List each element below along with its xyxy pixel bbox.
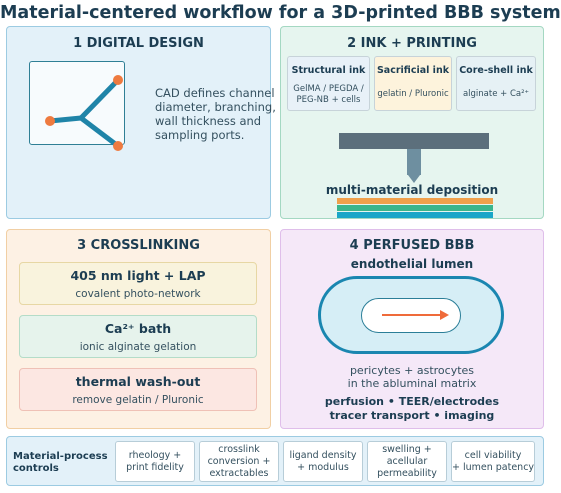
controls-label-line: Material-process — [13, 451, 108, 462]
step-heading: Ca²⁺ bath — [104, 321, 172, 336]
control-line: acellular — [386, 455, 428, 467]
panel-ink-printing: 2 INK + PRINTING Structural ink GelMA / … — [280, 26, 544, 219]
panel-perfused-bbb: 4 PERFUSED BBB endothelial lumen pericyt… — [280, 229, 544, 429]
control-line: cell viability — [464, 449, 522, 461]
control-line: rheology + — [128, 449, 182, 461]
control-item: ligand density + modulus — [283, 441, 363, 482]
cell-description: pericytes + astrocytes in the abluminal … — [281, 364, 543, 390]
description-line: CAD defines channel — [155, 86, 275, 100]
controls-label-line: controls — [13, 463, 59, 474]
panel-title: 3 CROSSLINKING — [77, 238, 200, 253]
ink-card-sacrificial: Sacrificial ink gelatin / Pluronic — [374, 56, 452, 111]
ink-name: Structural ink — [291, 65, 366, 76]
flow-arrow-shaft — [382, 314, 442, 316]
crosslink-step-calcium: Ca²⁺ bath ionic alginate gelation — [19, 315, 257, 358]
step-heading: thermal wash-out — [75, 374, 201, 389]
description-line: wall thickness and — [155, 114, 262, 128]
panel-crosslinking: 3 CROSSLINKING 405 nm light + LAP covale… — [6, 229, 271, 429]
step-subtitle: ionic alginate gelation — [79, 341, 197, 353]
printed-layer-orange — [337, 198, 493, 204]
control-line: + lumen patency — [451, 461, 535, 473]
readout-line: tracer transport • imaging — [329, 409, 495, 422]
ink-composition-line: GelMA / PEGDA / — [293, 84, 364, 94]
control-item: cell viability + lumen patency — [451, 441, 535, 482]
ink-composition-line: gelatin / Pluronic — [377, 89, 449, 99]
control-line: conversion + — [207, 455, 271, 467]
panel-digital-design: 1 DIGITAL DESIGN CAD defines channel dia… — [6, 26, 276, 219]
printhead-nozzle — [407, 149, 421, 175]
controls-label: Material-process controls — [13, 451, 108, 475]
ink-composition: gelatin / Pluronic — [375, 89, 451, 100]
ink-composition: GelMA / PEGDA / PEG-NB + cells — [288, 84, 369, 106]
panel-title: 2 INK + PRINTING — [347, 36, 477, 51]
description-line: sampling ports. — [155, 128, 245, 142]
control-line: swelling + — [382, 443, 432, 455]
figure-title: Material-centered workflow for a 3D-prin… — [0, 3, 561, 23]
control-line: extractables — [209, 467, 269, 479]
printhead-gantry — [339, 133, 489, 149]
ink-card-core-shell: Core-shell ink alginate + Ca²⁺ — [456, 56, 536, 111]
ink-card-structural: Structural ink GelMA / PEGDA / PEG-NB + … — [287, 56, 370, 111]
branching-channel-icon — [45, 75, 123, 151]
cell-description-line: in the abluminal matrix — [347, 377, 477, 390]
panel-title: 4 PERFUSED BBB — [349, 238, 475, 253]
printed-layer-blue — [337, 212, 493, 218]
control-line: print fidelity — [126, 461, 184, 473]
crosslink-step-thermal: thermal wash-out remove gelatin / Pluron… — [19, 368, 257, 411]
material-process-controls: Material-process controls rheology + pri… — [6, 436, 544, 486]
ink-composition-line: PEG-NB + cells — [296, 95, 361, 105]
step-subtitle: remove gelatin / Pluronic — [72, 394, 204, 406]
nozzle-tip-icon — [408, 175, 420, 183]
cad-description: CAD defines channel diameter, branching,… — [155, 86, 276, 142]
ink-name: Sacrificial ink — [376, 65, 450, 76]
cad-channel-drawing — [29, 61, 125, 151]
lumen-channel — [361, 298, 461, 333]
sampling-port-node — [113, 75, 123, 85]
step-heading: 405 nm light + LAP — [70, 268, 206, 283]
control-line: crosslink — [218, 443, 260, 455]
cell-description-line: pericytes + astrocytes — [349, 364, 475, 377]
sampling-port-node — [45, 116, 55, 126]
step-subtitle: covalent photo-network — [75, 288, 201, 300]
control-line: ligand density — [289, 449, 357, 461]
ink-composition-line: alginate + Ca²⁺ — [462, 89, 530, 99]
ink-name: Core-shell ink — [459, 65, 533, 76]
crosslink-step-light: 405 nm light + LAP covalent photo-networ… — [19, 262, 257, 305]
control-item: rheology + print fidelity — [115, 441, 195, 482]
sampling-port-node — [113, 141, 123, 151]
control-item: crosslink conversion + extractables — [199, 441, 279, 482]
flow-arrow-icon — [440, 310, 449, 320]
printed-layer-green — [337, 205, 493, 211]
control-line: + modulus — [297, 461, 349, 473]
deposition-label: multi-material deposition — [325, 183, 499, 197]
ink-composition: alginate + Ca²⁺ — [457, 89, 535, 100]
readout-description: perfusion • TEER/electrodes tracer trans… — [281, 395, 543, 423]
readout-line: perfusion • TEER/electrodes — [324, 395, 500, 408]
panel-title: 1 DIGITAL DESIGN — [73, 36, 204, 51]
vessel-lumen — [318, 276, 504, 354]
description-line: diameter, branching, — [155, 100, 276, 114]
control-item: swelling + acellular permeability — [367, 441, 447, 482]
lumen-label: endothelial lumen — [350, 257, 474, 271]
control-line: permeability — [377, 467, 437, 479]
